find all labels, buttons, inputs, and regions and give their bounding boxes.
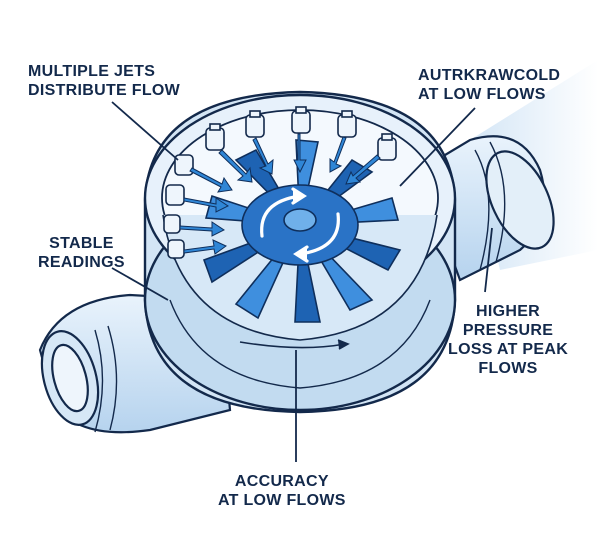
label-line: STABLE — [38, 234, 125, 253]
label-line: PRESSURE — [448, 321, 568, 340]
label-line: AT LOW FLOWS — [418, 85, 560, 104]
label-low-flows-top: AUTRKRAWCOLD AT LOW FLOWS — [418, 66, 560, 104]
label-multiple-jets: MULTIPLE JETS DISTRIBUTE FLOW — [28, 62, 180, 100]
label-line: AUTRKRAWCOLD — [418, 66, 560, 85]
nozzle — [175, 155, 193, 175]
leader-jets — [112, 102, 178, 160]
label-line: LOSS AT PEAK — [448, 340, 568, 359]
nozzle — [164, 215, 180, 233]
label-line: HIGHER — [448, 302, 568, 321]
nozzle — [168, 240, 184, 258]
label-line: FLOWS — [448, 359, 568, 378]
nozzle — [338, 111, 356, 137]
label-accuracy: ACCURACY AT LOW FLOWS — [218, 472, 346, 510]
nozzle — [292, 107, 310, 133]
nozzle — [246, 111, 264, 137]
label-line: AT LOW FLOWS — [218, 491, 346, 510]
label-stable-readings: STABLE READINGS — [38, 234, 125, 272]
label-pressure-loss: HIGHER PRESSURE LOSS AT PEAK FLOWS — [448, 302, 568, 378]
label-line: ACCURACY — [218, 472, 346, 491]
label-line: MULTIPLE JETS — [28, 62, 180, 81]
nozzle — [166, 185, 184, 205]
label-line: READINGS — [38, 253, 125, 272]
label-line: DISTRIBUTE FLOW — [28, 81, 180, 100]
nozzle — [378, 134, 396, 160]
nozzle — [206, 124, 224, 150]
